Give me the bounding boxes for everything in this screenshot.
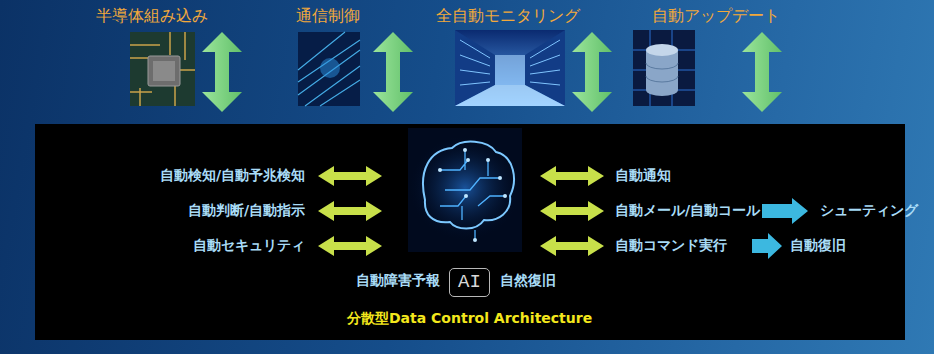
chip-picture	[130, 32, 195, 106]
network-picture	[298, 32, 360, 106]
function-label: 自動メール/自動コール	[615, 202, 760, 220]
function-label: 自然復旧	[500, 272, 556, 290]
function-label: 自動判断/自動指示	[188, 202, 305, 220]
function-label: 自動通知	[615, 167, 671, 185]
update-picture	[633, 30, 695, 106]
panel-title: 分散型Data Control Architecture	[347, 310, 592, 328]
function-label: 自動セキュリティ	[193, 237, 305, 255]
function-label: 自動検知/自動予兆検知	[160, 167, 305, 185]
feature-heading: 通信制御	[296, 6, 360, 26]
horizontal-double-arrows	[318, 166, 604, 256]
function-label: 自動障害予報	[356, 272, 440, 290]
feature-heading: 自動アップデート	[652, 6, 780, 26]
feature-heading: 半導体組み込み	[96, 6, 208, 26]
feature-heading: 全自動モニタリング	[436, 6, 580, 26]
brain-picture	[408, 128, 522, 252]
ai-text: AI	[458, 270, 481, 295]
server-room-picture	[455, 30, 565, 106]
result-label: 自動復旧	[790, 237, 846, 255]
ai-badge: AI	[449, 268, 490, 297]
result-label: シューティング	[820, 202, 918, 220]
function-label: 自動コマンド実行	[615, 237, 727, 255]
vertical-double-arrows	[202, 32, 782, 112]
